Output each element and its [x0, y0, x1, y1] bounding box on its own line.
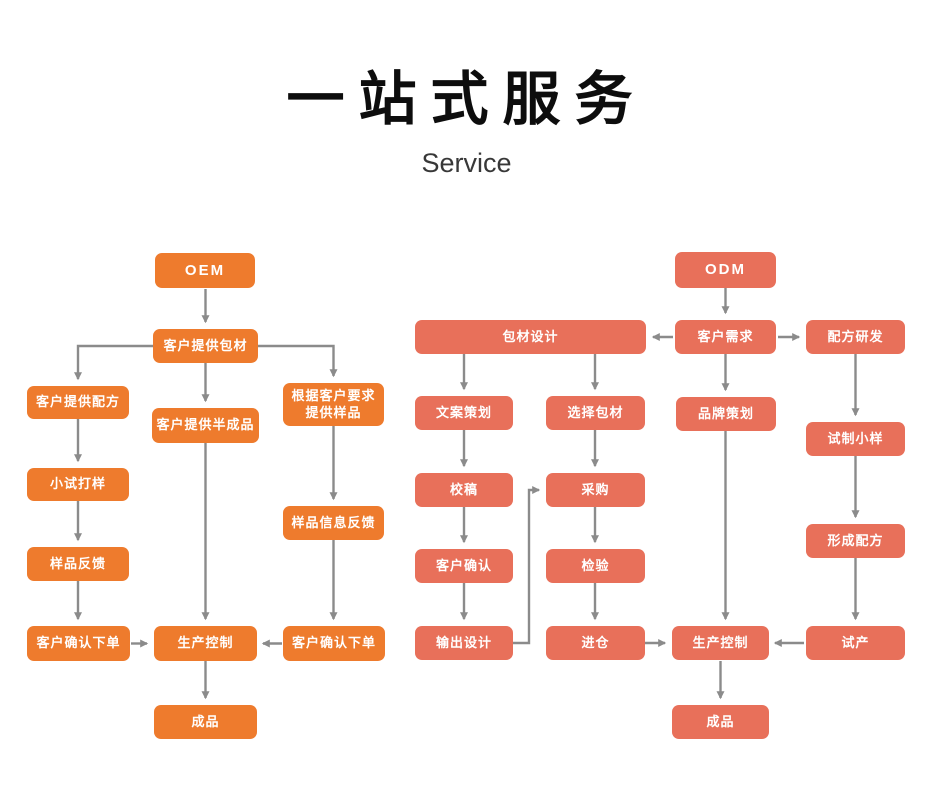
- node-oem: OEM: [155, 253, 255, 288]
- node-proofreading: 校稿: [415, 473, 513, 507]
- node-customer-needs: 客户需求: [675, 320, 776, 354]
- node-sample-feedback: 样品反馈: [27, 547, 129, 581]
- node-trial-sample-making: 试制小样: [806, 422, 905, 456]
- node-inspection: 检验: [546, 549, 645, 583]
- node-small-trial-sample: 小试打样: [27, 468, 129, 501]
- arrow-output-design-purchase: [513, 486, 541, 645]
- node-odm: ODM: [675, 252, 776, 288]
- node-customer-provides-semifinished: 客户提供半成品: [152, 408, 259, 443]
- node-customer-confirm: 客户确认: [415, 549, 513, 583]
- node-form-formula: 形成配方: [806, 524, 905, 558]
- node-trial-production: 试产: [806, 626, 905, 660]
- node-brand-planning: 品牌策划: [676, 397, 776, 431]
- node-warehousing: 进仓: [546, 626, 645, 660]
- page-subtitle: Service: [421, 148, 512, 178]
- node-finished-product-oem: 成品: [154, 705, 257, 739]
- arrow-package-sample-req: [258, 344, 338, 378]
- node-production-control-oem: 生产控制: [154, 626, 257, 661]
- node-sample-info-feedback: 样品信息反馈: [283, 506, 384, 540]
- node-customer-provides-formula: 客户提供配方: [27, 386, 129, 419]
- node-choose-packaging: 选择包材: [546, 396, 645, 430]
- node-finished-product-odm: 成品: [672, 705, 769, 739]
- node-customer-confirm-order-left: 客户确认下单: [27, 626, 130, 661]
- node-sample-per-customer-request: 根据客户要求提供样品: [283, 383, 384, 426]
- node-production-control-odm: 生产控制: [672, 626, 769, 660]
- node-copywriting-planning: 文案策划: [415, 396, 513, 430]
- node-purchasing: 采购: [546, 473, 645, 507]
- node-customer-provides-packaging: 客户提供包材: [153, 329, 258, 363]
- page-title: 一站式服务: [286, 67, 647, 132]
- node-formula-rd: 配方研发: [806, 320, 905, 354]
- arrow-package-formula: [74, 344, 153, 381]
- node-packaging-design: 包材设计: [415, 320, 646, 354]
- node-customer-confirm-order-right: 客户确认下单: [283, 626, 385, 661]
- node-output-design: 输出设计: [415, 626, 513, 660]
